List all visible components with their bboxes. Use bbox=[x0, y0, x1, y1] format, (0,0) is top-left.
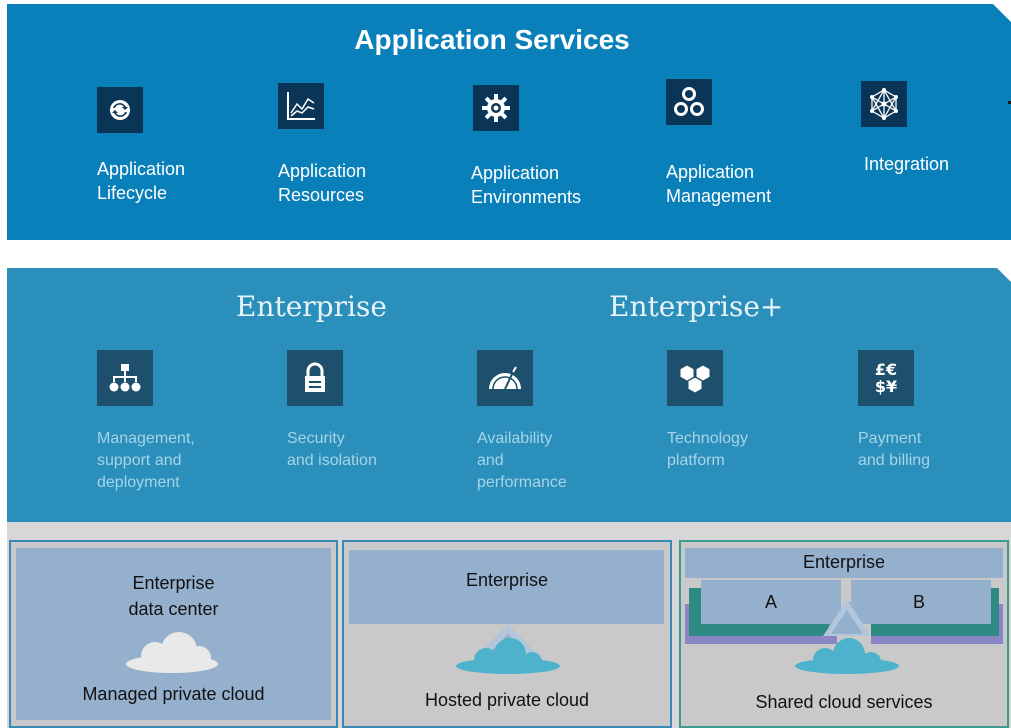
currency-icon: £€ $¥ bbox=[858, 350, 914, 406]
service-label-line1: Application bbox=[278, 161, 367, 181]
panel-shared-cloud-services: Enterprise A B Shared cloud services bbox=[679, 540, 1009, 728]
cloud-icon bbox=[126, 632, 218, 673]
panel-top-line1: Enterprise bbox=[802, 552, 886, 572]
cubes-icon bbox=[667, 350, 723, 406]
network-rings-icon bbox=[666, 79, 712, 125]
feature-label-line1: Management, bbox=[97, 430, 195, 447]
feature-label-line1: Payment bbox=[858, 430, 922, 447]
service-label-line1: Application bbox=[666, 162, 755, 182]
edge-tick bbox=[1008, 101, 1011, 104]
tier-enterprise-plus: Enterprise+ bbox=[609, 290, 784, 323]
service-label-line1: Integration bbox=[864, 154, 950, 174]
feature-label-line1: Technology bbox=[667, 430, 748, 447]
speedometer-icon bbox=[477, 350, 533, 406]
feature-label-line1: Availability bbox=[477, 430, 553, 447]
gear-icon bbox=[473, 85, 519, 131]
tenant-a-box: A bbox=[701, 580, 841, 624]
feature-label-line3: performance bbox=[477, 474, 567, 491]
refresh-icon bbox=[97, 87, 143, 133]
panel-bottom-label: Managed private cloud bbox=[82, 684, 265, 704]
feature-label-line2: platform bbox=[667, 452, 725, 469]
enterprise-features-band: Enterprise Enterprise+ bbox=[7, 268, 1011, 522]
feature-label-line2: and billing bbox=[858, 452, 931, 469]
application-services-title: Application Services bbox=[354, 24, 630, 55]
panel-hosted-private-cloud: Enterprise Hosted private cloud bbox=[342, 540, 672, 728]
service-label-line2: Lifecycle bbox=[97, 183, 168, 203]
panel-bottom-label: Shared cloud services bbox=[755, 692, 933, 712]
enterprise-box bbox=[685, 548, 1003, 578]
currency-symbols: £€ $¥ bbox=[874, 360, 898, 396]
enterprise-box bbox=[349, 550, 664, 624]
panel-top-line1: Enterprise bbox=[465, 570, 549, 590]
panel-bottom-label: Hosted private cloud bbox=[424, 690, 590, 710]
service-label-line2: Management bbox=[666, 186, 772, 206]
feature-label-line2: and bbox=[477, 452, 504, 469]
tenant-b-box: B bbox=[847, 580, 991, 624]
panel-top-line2: data center bbox=[128, 599, 219, 619]
tier-enterprise: Enterprise bbox=[236, 290, 387, 323]
panel-top-line1: Enterprise bbox=[132, 573, 215, 593]
corner-fold bbox=[993, 4, 1011, 22]
feature-label-line3: deployment bbox=[97, 474, 180, 491]
service-label-line1: Application bbox=[471, 163, 560, 183]
org-chart-icon bbox=[97, 350, 153, 406]
service-label-line2: Environments bbox=[471, 187, 582, 207]
service-label-line2: Resources bbox=[278, 185, 365, 205]
panel-managed-private-cloud: Enterprise data center Managed private cl… bbox=[9, 540, 338, 728]
connector-icon bbox=[456, 624, 560, 674]
line-chart-icon bbox=[278, 83, 324, 129]
connector-icon bbox=[795, 578, 899, 674]
corner-fold bbox=[997, 268, 1011, 282]
feature-label-line2: and isolation bbox=[287, 452, 377, 469]
service-label-line1: Application bbox=[97, 159, 186, 179]
mesh-network-icon bbox=[861, 81, 907, 127]
feature-label-line2: support and bbox=[97, 452, 182, 469]
padlock-icon bbox=[287, 350, 343, 406]
feature-label-line1: Security bbox=[287, 430, 345, 447]
